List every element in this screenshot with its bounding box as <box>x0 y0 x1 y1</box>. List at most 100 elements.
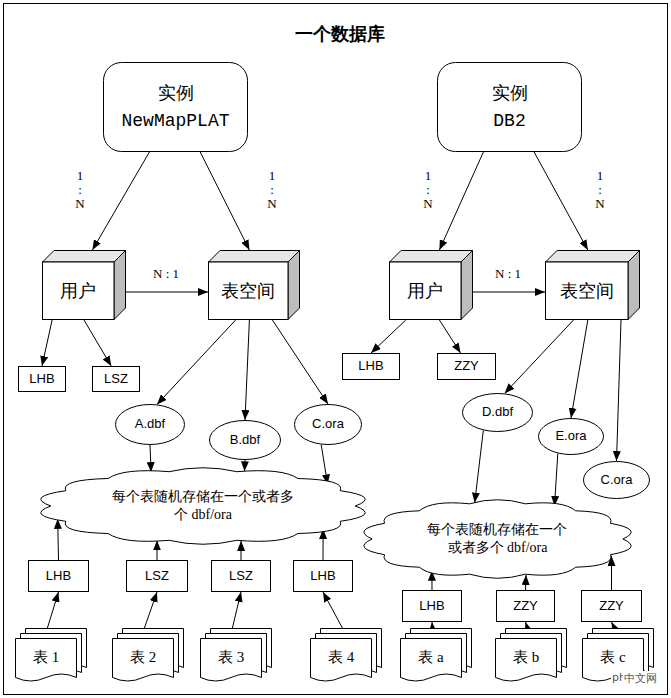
node-text: 表 2 <box>130 648 156 667</box>
rect-border <box>497 591 555 622</box>
user-box: LSZ <box>126 560 188 592</box>
table-document: 表 4 <box>310 628 382 684</box>
user-box: ZZY <box>437 353 496 380</box>
node-content: LSZ <box>213 562 269 590</box>
node-content: LSZ <box>94 368 138 390</box>
node-text: DB2 <box>493 110 525 133</box>
rounded-rect <box>104 63 248 152</box>
connector-arrow <box>555 454 558 506</box>
user-box: LSZ <box>92 366 140 392</box>
instance-box: 实例 DB2 <box>437 62 582 152</box>
rect-border <box>438 354 496 380</box>
node-content: 用户 <box>42 262 114 320</box>
connector-arrow <box>323 592 342 628</box>
user-box: LSZ <box>211 560 271 592</box>
user-box: LHB <box>18 366 66 392</box>
doc-page-front <box>401 639 462 682</box>
connector-arrow <box>473 292 545 293</box>
rect-border <box>582 591 642 622</box>
rect-border <box>93 367 140 392</box>
table-document: 表 a <box>400 628 472 684</box>
connector-arrow <box>505 320 574 393</box>
cardinality-label: 1 : N <box>267 169 277 212</box>
node-content: C.ora <box>298 406 358 443</box>
user-box: LHB <box>293 560 353 592</box>
node-content: 表 3 <box>200 638 262 677</box>
user-box: LHB <box>28 560 89 592</box>
connector-arrow <box>232 592 241 628</box>
table-document: 表 b <box>495 628 567 684</box>
cube-top <box>546 251 640 263</box>
node-content: B.dbf <box>213 422 277 458</box>
node-text: 表 4 <box>328 648 354 667</box>
cube-box: 表空间 <box>208 250 300 320</box>
table-document: 表 2 <box>112 628 184 684</box>
node-text: A.dbf <box>135 416 165 432</box>
storage-cloud: 每个表随机存储在一个或者多个 dbf/ora <box>30 466 376 546</box>
node-content: 表 4 <box>310 638 372 677</box>
connector-arrow <box>42 320 52 366</box>
connector-arrow <box>241 541 242 560</box>
node-text: 实例 <box>158 82 194 105</box>
storage-cloud: 每个表随机存储在一个或者多个 dbf/ora <box>355 498 640 580</box>
connector-arrow <box>47 592 58 628</box>
ellipse-border <box>295 405 362 445</box>
connector-arrow <box>432 622 433 628</box>
file-ellipse: D.dbf <box>462 393 533 432</box>
connector-arrow <box>84 320 111 366</box>
rect-border <box>294 561 353 592</box>
node-text: 表空间 <box>560 280 614 303</box>
user-box: ZZY <box>496 590 555 622</box>
connector-arrow <box>245 320 249 420</box>
node-content: 表空间 <box>208 262 288 320</box>
cloud-border <box>364 500 631 579</box>
file-ellipse: B.dbf <box>209 420 281 460</box>
doc-page-front <box>113 639 174 682</box>
cube-front <box>546 262 629 320</box>
ellipse-border <box>539 419 604 455</box>
file-ellipse: A.dbf <box>115 404 185 445</box>
connector-arrow <box>157 540 158 560</box>
node-content: 用户 <box>389 262 461 320</box>
node-text: 表 1 <box>33 648 59 667</box>
node-content: LHB <box>20 368 64 390</box>
node-text: 实例 <box>492 82 528 105</box>
node-text: 表 3 <box>218 648 244 667</box>
connector-arrow <box>321 445 327 485</box>
node-text: LHB <box>29 371 54 387</box>
node-content: ZZY <box>439 355 494 378</box>
node-content: 实例 DB2 <box>439 64 580 150</box>
rect-border <box>212 561 271 592</box>
node-text: 表空间 <box>221 280 275 303</box>
connector-arrow <box>244 460 246 471</box>
cube-side <box>288 251 300 320</box>
frame-border <box>4 4 668 695</box>
cube-front <box>43 262 115 320</box>
cube-box: 用户 <box>42 250 126 320</box>
connector-arrow <box>57 519 59 560</box>
cardinality-label: N : 1 <box>493 267 523 281</box>
rect-border <box>127 561 188 592</box>
node-text: LSZ <box>229 568 253 584</box>
node-text: C.ora <box>312 416 344 432</box>
node-text: LHB <box>419 598 444 614</box>
cube-front <box>209 262 289 320</box>
node-content: 每个表随机存储在一个或者多个 dbf/ora <box>389 508 606 570</box>
file-ellipse: C.ora <box>294 404 362 445</box>
node-content: 表 b <box>495 638 557 677</box>
ellipse-border <box>210 421 281 460</box>
connector-arrow <box>617 320 622 461</box>
cube-box: 用户 <box>389 250 473 320</box>
doc-page-front <box>496 639 557 682</box>
connector-arrow <box>611 556 612 590</box>
node-content: C.ora <box>587 463 646 497</box>
doc-page-front <box>16 639 77 682</box>
cube-side <box>628 251 640 320</box>
connector-arrow <box>272 320 328 404</box>
rect-border <box>403 591 462 622</box>
cardinality-label: N : 1 <box>151 267 181 281</box>
node-content: 表空间 <box>545 262 628 320</box>
node-text: 每个表随机存储在一个或者多个 dbf/ora <box>107 488 299 523</box>
node-content: D.dbf <box>466 395 529 430</box>
